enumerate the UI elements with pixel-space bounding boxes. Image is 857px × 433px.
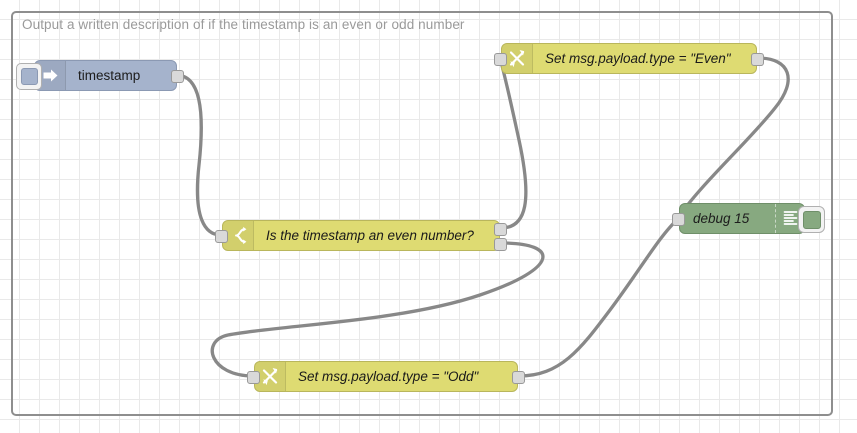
switch-branch-icon [223,221,254,250]
change-even-input-port[interactable] [494,53,507,66]
change-even-output-port[interactable] [751,53,764,66]
change-odd-input-port[interactable] [247,371,260,384]
debug-lines-icon [775,204,804,233]
switch-input-port[interactable] [215,230,228,243]
inject-output-port-0[interactable] [171,70,184,83]
inject-button-inner [20,68,38,85]
debug-toggle-inner [802,210,821,229]
change-odd-output-port[interactable] [512,371,525,384]
node-change-even-label: Set msg.payload.type = "Even" [545,51,731,66]
node-debug-label: debug 15 [693,211,750,226]
debug-toggle-button[interactable] [798,206,825,233]
node-inject[interactable]: timestamp [16,60,184,91]
change-swap-icon [502,44,533,73]
node-switch-label: Is the timestamp an even number? [266,228,474,243]
node-inject-label: timestamp [78,68,141,83]
debug-input-port[interactable] [672,213,685,226]
change-swap-icon [255,362,286,391]
switch-output-port-0[interactable] [494,222,507,236]
node-change-odd-label: Set msg.payload.type = "Odd" [298,369,479,384]
node-group-label: Output a written description of if the t… [22,17,465,32]
node-change-even[interactable]: Set msg.payload.type = "Even" [494,43,764,74]
node-group-box[interactable] [11,11,833,416]
node-change-odd[interactable]: Set msg.payload.type = "Odd" [247,361,525,392]
inject-trigger-button[interactable] [16,63,42,90]
node-debug[interactable]: debug 15 [672,203,825,234]
node-switch[interactable]: Is the timestamp an even number? [215,220,507,251]
switch-output-port-1[interactable] [494,237,507,251]
